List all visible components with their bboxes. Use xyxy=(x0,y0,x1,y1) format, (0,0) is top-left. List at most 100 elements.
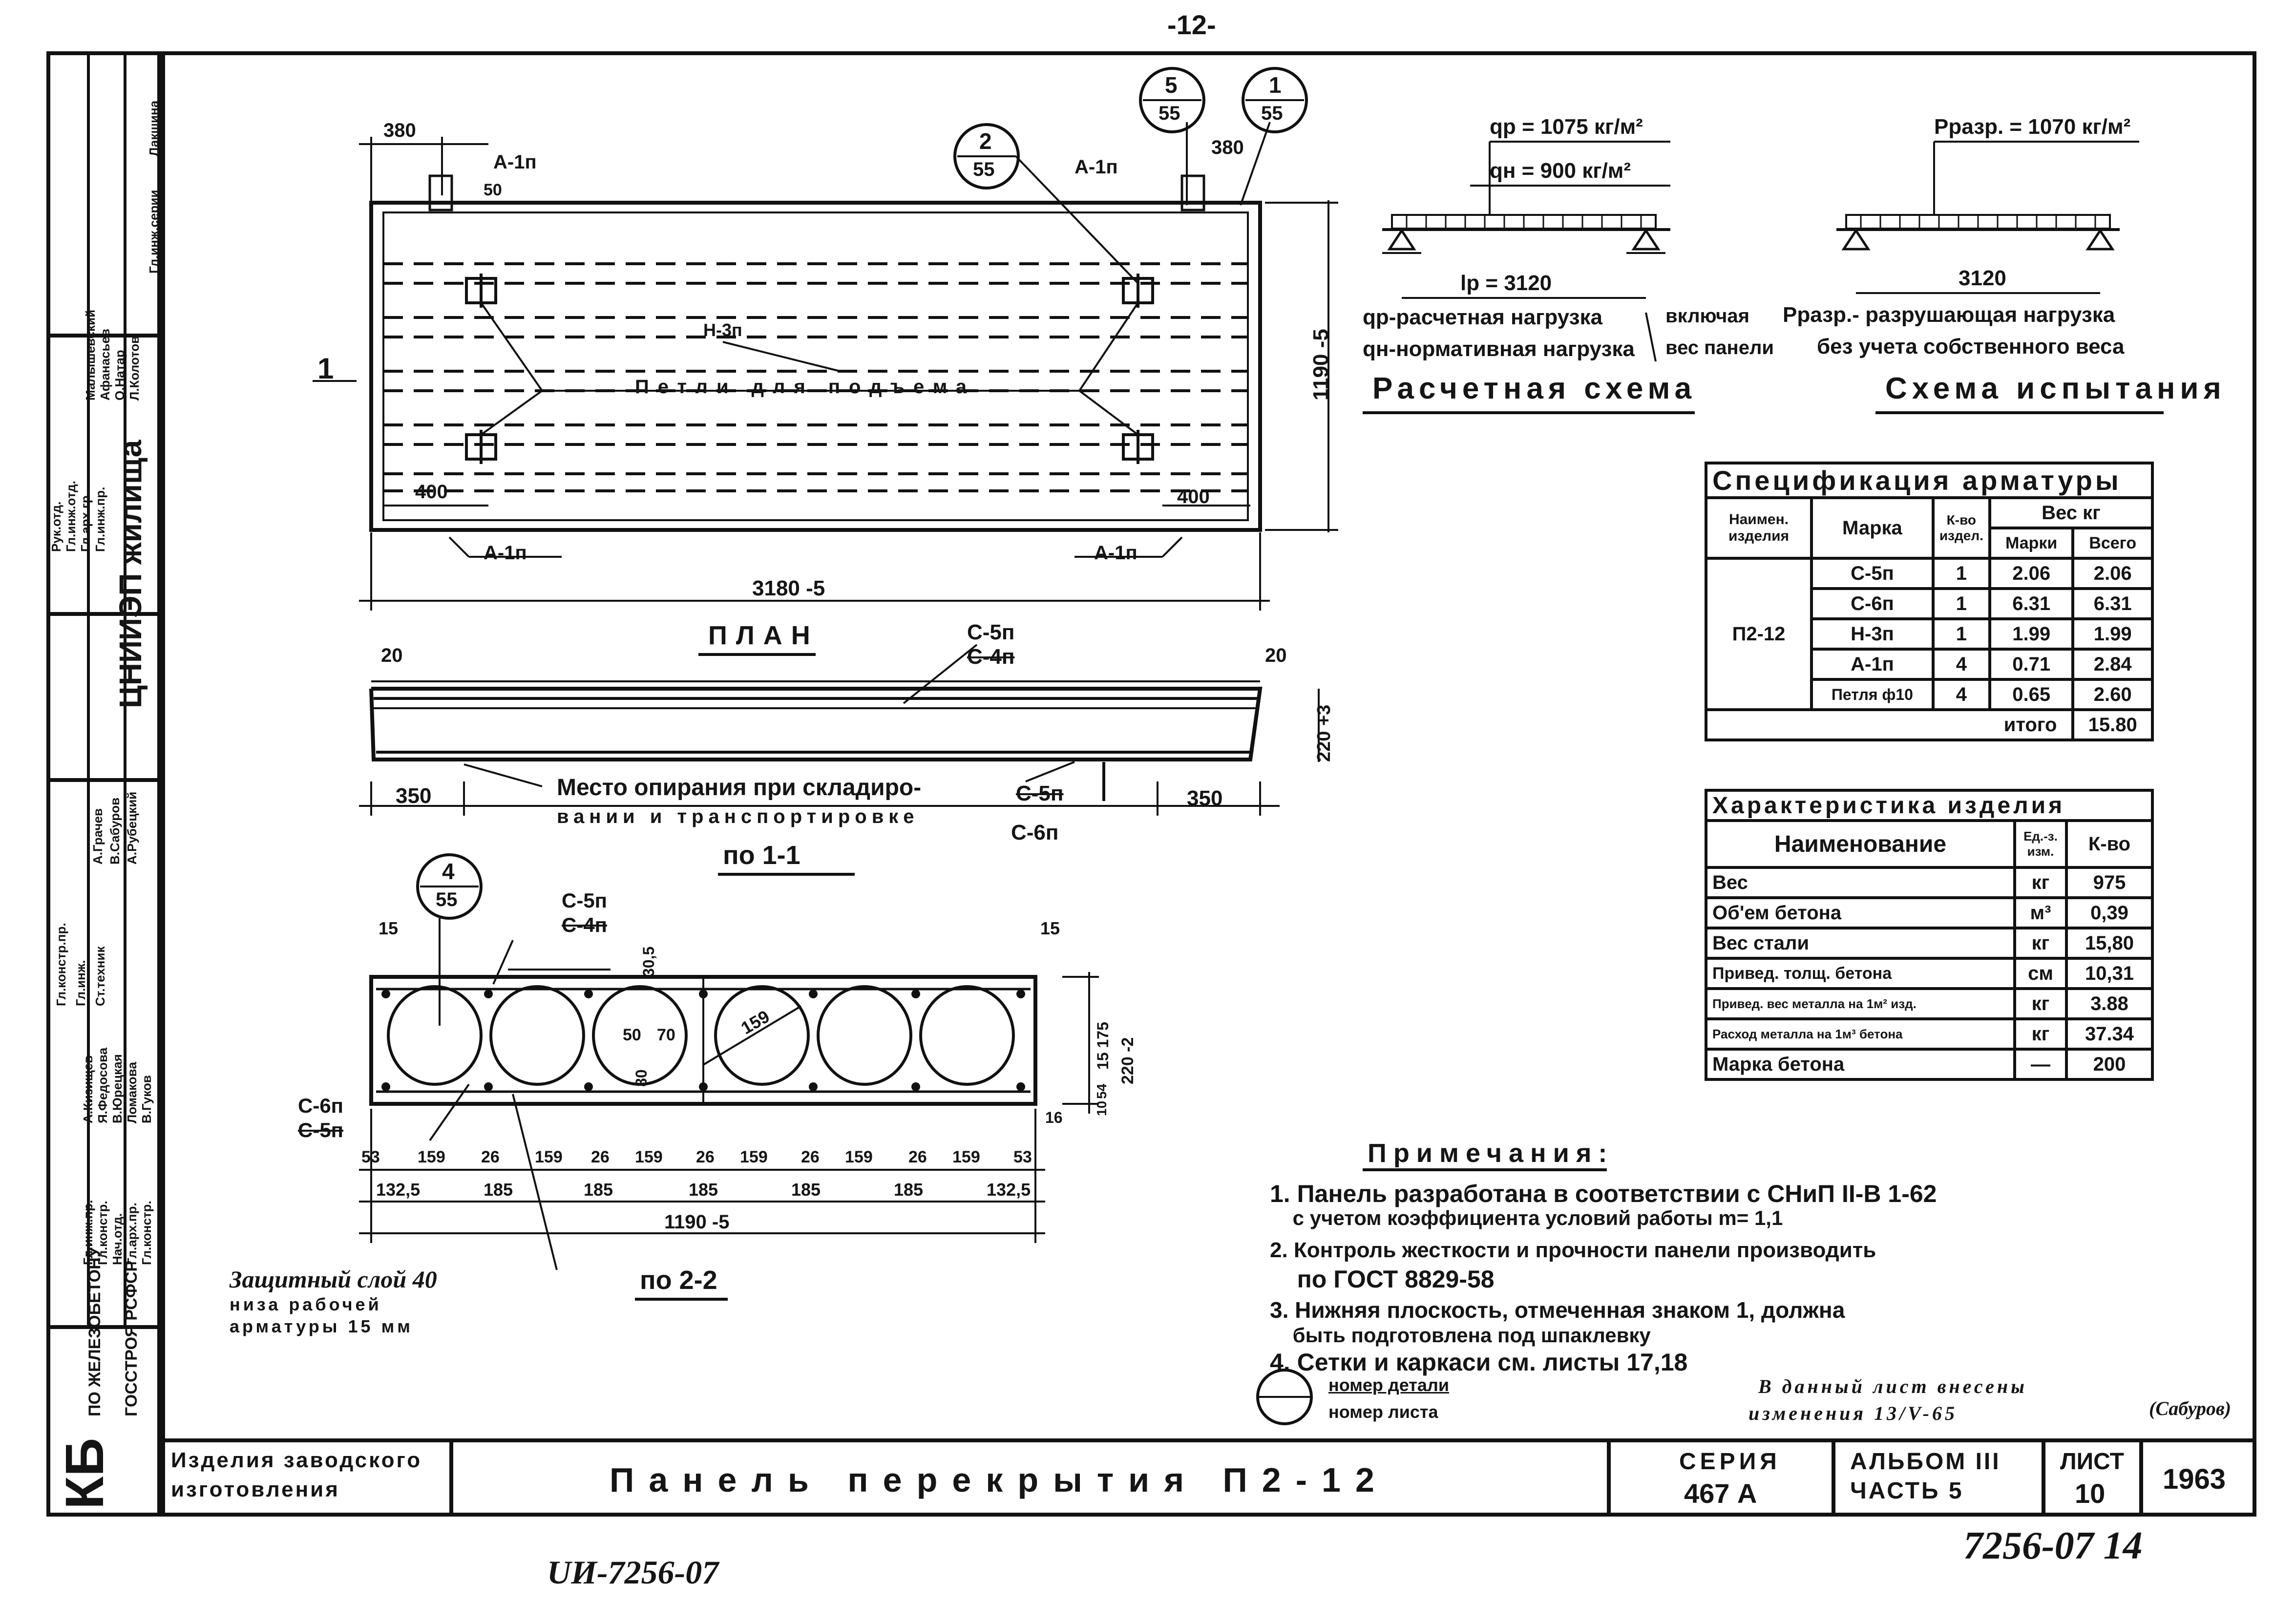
table-row: Петля ф10 4 0.65 2.60 xyxy=(1706,678,2154,711)
plan-dim-400-right: 400 xyxy=(1177,486,1210,507)
table-row: Марка бетона—200 xyxy=(1705,1048,2154,1081)
plan-width: 1190 -5 xyxy=(1309,329,1333,401)
callout-1-bottom: 55 xyxy=(1261,103,1283,124)
s11-support-note-1: Место опирания при складиро- xyxy=(557,775,922,801)
calc-qp: qр = 1075 кг/м² xyxy=(1490,115,1643,139)
s22-cover-note-2: низа рабочей xyxy=(230,1294,382,1314)
plan-dim-380-left: 380 xyxy=(383,120,416,141)
spec-table: Спецификация арматуры Наимен. изделия Ма… xyxy=(1704,462,2154,741)
char-col-unit: Ед.-з. изм. xyxy=(2013,819,2068,869)
s11-dim-350-left: 350 xyxy=(396,784,432,808)
calc-desc-1: qр-расчетная нагрузка xyxy=(1363,305,1602,329)
plan-label-a1p-tl: А-1п xyxy=(493,151,537,173)
s22-dim-10: 10 xyxy=(1094,1100,1109,1116)
notes-title: Примечания: xyxy=(1368,1139,1614,1168)
s22-c5p-top: С-5п xyxy=(562,889,608,912)
note-line-7: 4. Сетки и каркаси см. листы 17,18 xyxy=(1270,1349,1688,1376)
s22-total-width: 1190 -5 xyxy=(664,1211,730,1233)
note-line-1: 1. Панель разработана в соответствии с С… xyxy=(1270,1180,1937,1207)
spec-col-weight-total: Всего xyxy=(2071,527,2154,560)
test-title: Схема испытания xyxy=(1885,372,2226,405)
spec-col-mark: Марка xyxy=(1810,496,1935,560)
test-span: 3120 xyxy=(1959,266,2006,290)
tb-sheet-label: ЛИСТ xyxy=(2060,1449,2124,1475)
title-block: Изделия заводского изготовления Панель п… xyxy=(161,1438,2256,1517)
s11-title: по 1-1 xyxy=(723,841,800,870)
note-line-2: с учетом коэффициента условий работы m= … xyxy=(1270,1206,1783,1229)
table-row: П2-12 С-5п 1 2.06 2.06 xyxy=(1705,557,2154,711)
revision-line-2: изменения 13/V-65 xyxy=(1748,1402,1958,1424)
calc-desc-2: qн-нормативная нагрузка xyxy=(1363,337,1635,361)
tb-sheet-value: 10 xyxy=(2075,1478,2106,1509)
spec-col-weight: Вес кг xyxy=(1988,496,2154,529)
revision-line-1: В данный лист внесены xyxy=(1758,1375,2027,1397)
tb-product-name: Панель перекрытия П2-12 xyxy=(610,1461,1389,1499)
s11-dim-220: 220 +3 xyxy=(1314,704,1334,762)
s22-dim-15-175: 15 175 xyxy=(1094,1022,1112,1070)
left-stamp-sidebar xyxy=(46,51,161,1517)
s22-dim-50: 50 xyxy=(623,1026,641,1044)
calc-desc-bracket-2: вес панели xyxy=(1665,337,1774,359)
s22-dim-70: 70 xyxy=(657,1026,675,1044)
callout-4-top: 4 xyxy=(442,859,455,884)
callout-2-top: 2 xyxy=(979,128,992,154)
table-row: Н-3п 1 1.99 1.99 xyxy=(1706,617,2154,651)
spec-total-label: итого xyxy=(1704,708,2075,741)
page-number: -12- xyxy=(1167,9,1216,40)
plan-section-mark: 1 xyxy=(317,352,334,385)
table-row: итого 15.80 xyxy=(1704,708,2154,741)
s11-dim-20-left: 20 xyxy=(381,645,403,666)
plan-label-a1p-br: А-1п xyxy=(1094,542,1137,564)
calc-desc-bracket-1: включая xyxy=(1665,305,1749,327)
s22-title: по 2-2 xyxy=(640,1266,717,1295)
title-block-top-line xyxy=(161,1438,2256,1442)
test-desc-2: без учета собственного веса xyxy=(1817,335,2125,359)
plan-label-a1p-tr: А-1п xyxy=(1074,156,1118,178)
calc-lp: lр = 3120 xyxy=(1460,271,1552,295)
legend-bottom: номер листа xyxy=(1328,1402,1438,1422)
bottom-left-code: UИ-7256-07 xyxy=(547,1554,719,1591)
note-line-4: по ГОСТ 8829-58 xyxy=(1270,1266,1495,1293)
calc-title: Расчетная схема xyxy=(1372,372,1697,405)
char-col-name: Наименование xyxy=(1705,819,2016,869)
s11-c6p-bottom: С-6п xyxy=(1011,821,1059,844)
plan-label-n3p: Н-3п xyxy=(703,320,742,340)
spec-col-qty: К-во издел. xyxy=(1931,496,1991,560)
s22-dim-16: 16 xyxy=(1045,1109,1063,1126)
s22-c5p-left: С-5п xyxy=(298,1119,344,1141)
s22-dim-15-right: 15 xyxy=(1040,918,1060,938)
s11-support-note-2: вании и транспортировке xyxy=(557,806,919,827)
tb-series-value: 467 А xyxy=(1684,1478,1757,1509)
plan-loops-label: Петли для подъема xyxy=(635,376,976,398)
tb-series-label: СЕРИЯ xyxy=(1679,1449,1781,1475)
note-line-3: 2. Контроль жесткости и прочности панели… xyxy=(1270,1238,1876,1262)
drawing-frame xyxy=(161,51,2256,1517)
s22-cover-note-3: арматуры 15 мм xyxy=(230,1316,413,1336)
s22-dim-15-left: 15 xyxy=(379,918,399,938)
revision-name: (Сабуров) xyxy=(2149,1397,2232,1419)
tb-year: 1963 xyxy=(2163,1463,2226,1495)
table-row: А-1п 4 0.71 2.84 xyxy=(1706,648,2154,681)
bottom-right-code: 7256-07 14 xyxy=(1963,1524,2143,1567)
s22-dim-220: 220 -2 xyxy=(1118,1037,1137,1084)
callout-5-top: 5 xyxy=(1165,72,1178,98)
note-line-6: быть подготовлена под шпаклевку xyxy=(1270,1324,1651,1347)
s11-c4p-top: С-4п xyxy=(967,645,1015,669)
plan-overall-length: 3180 -5 xyxy=(752,576,825,600)
char-title: Характеристика изделия xyxy=(1705,789,2154,822)
tb-album-label: АЛЬБОМ III xyxy=(1850,1449,2001,1475)
plan-title: ПЛАН xyxy=(708,621,819,650)
note-line-5: 3. Нижняя плоскость, отмеченная знаком 1… xyxy=(1270,1297,1845,1323)
char-table: Характеристика изделия Наименование Ед.-… xyxy=(1705,789,2154,1081)
s22-dim-54: 54 xyxy=(1094,1083,1109,1099)
char-col-qty: К-во xyxy=(2065,819,2154,869)
s11-dim-350-right: 350 xyxy=(1187,786,1223,810)
tb-album-part: ЧАСТЬ 5 xyxy=(1850,1478,1964,1504)
s11-c5p-top: С-5п xyxy=(967,620,1015,644)
